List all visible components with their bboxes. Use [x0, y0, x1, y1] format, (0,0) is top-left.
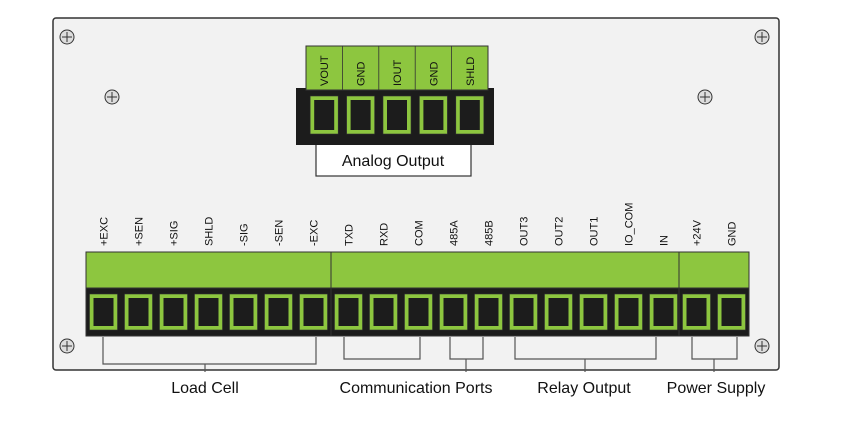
pin-label-sig: +SIG: [169, 221, 181, 246]
analog-pin-label-vout: VOUT: [319, 55, 331, 86]
pin-label-sen: -SEN: [274, 220, 286, 246]
pin-label-485a: 485A: [449, 220, 461, 246]
screw-icon: [697, 89, 713, 105]
analog-pin-label-iout: IOUT: [392, 59, 404, 86]
analog-output-label-box: [315, 143, 472, 177]
group-label-communication-ports: Communication Ports: [340, 380, 493, 397]
pin-label-out3: OUT3: [519, 217, 531, 246]
terminal-slot-hole: [618, 298, 639, 326]
screw-icon: [59, 29, 75, 45]
terminal-slot-hole: [303, 298, 324, 326]
terminal-slot-hole: [408, 298, 429, 326]
pin-label-shld: SHLD: [204, 217, 216, 246]
analog-slot-hole: [314, 100, 335, 130]
pin-label-rxd: RXD: [379, 223, 391, 246]
pin-label-out2: OUT2: [554, 217, 566, 246]
group-label-relay-output: Relay Output: [537, 380, 631, 397]
terminal-block-top-comm-relay: [330, 251, 682, 289]
analog-pin-label-gnd: GND: [428, 62, 440, 87]
pin-label-sig: -SIG: [239, 223, 251, 246]
analog-pin-label-shld: SHLD: [465, 57, 477, 86]
analog-output-plug: [305, 45, 489, 91]
power-supply-bracket: [691, 337, 738, 372]
pin-label-gnd: GND: [727, 222, 739, 247]
terminal-slot-hole: [373, 298, 394, 326]
screw-icon: [754, 29, 770, 45]
pin-label-exc: -EXC: [309, 220, 321, 246]
analog-pin-label-gnd: GND: [356, 62, 368, 87]
relay-output-bracket: [514, 337, 657, 372]
terminal-slot-hole: [163, 298, 184, 326]
load-cell-bracket: [102, 337, 317, 372]
analog-slot-hole: [459, 100, 480, 130]
terminal-slot-hole: [233, 298, 254, 326]
pin-label-out1: OUT1: [589, 217, 601, 246]
bottom-terminal-blocks: [85, 251, 750, 337]
terminal-slot-hole: [268, 298, 289, 326]
pin-label-txd: TXD: [344, 224, 356, 246]
screw-icon: [104, 89, 120, 105]
bottom-pin-labels: +EXC +SEN +SIG SHLD -SIG -SEN -EXC TXD RXD COM 485…: [99, 203, 739, 246]
terminal-slot-hole: [548, 298, 569, 326]
pin-label-com: COM: [414, 220, 426, 246]
analog-slot-hole: [350, 100, 371, 130]
analog-slot-hole: [423, 100, 444, 130]
pin-label-sen: +SEN: [134, 217, 146, 246]
terminal-slot-hole: [583, 298, 604, 326]
group-label-power-supply: Power Supply: [667, 380, 766, 397]
terminal-slot-hole: [686, 298, 707, 326]
screw-icon: [59, 338, 75, 354]
terminal-block-top-load-cell: [85, 251, 332, 289]
analog-slot-hole: [387, 100, 407, 130]
terminal-slot-hole: [653, 298, 674, 326]
pin-label-485b: 485B: [484, 220, 496, 246]
terminal-block-top-power-supply: [678, 251, 750, 289]
terminal-slot-hole: [443, 298, 464, 326]
terminal-slot-hole: [128, 298, 149, 326]
pin-label-in: IN: [659, 235, 671, 246]
analog-output-title: Analog Output: [342, 153, 445, 170]
screw-icon: [754, 338, 770, 354]
terminal-slot-hole: [198, 298, 219, 326]
terminal-slot-hole: [93, 298, 114, 326]
terminal-slot-hole: [721, 298, 742, 326]
analog-output-pins: VOUT GND IOUT GND SHLD: [309, 46, 485, 135]
pin-label-io-com: IO_COM: [624, 203, 636, 246]
communication-ports-bracket: [343, 337, 484, 372]
terminal-slot-hole: [513, 298, 534, 326]
pin-label-24v: +24V: [692, 219, 704, 246]
pin-label-exc: +EXC: [99, 217, 111, 246]
terminal-slot-hole: [478, 298, 499, 326]
terminal-slot-hole: [338, 298, 359, 326]
group-label-load-cell: Load Cell: [171, 380, 239, 397]
